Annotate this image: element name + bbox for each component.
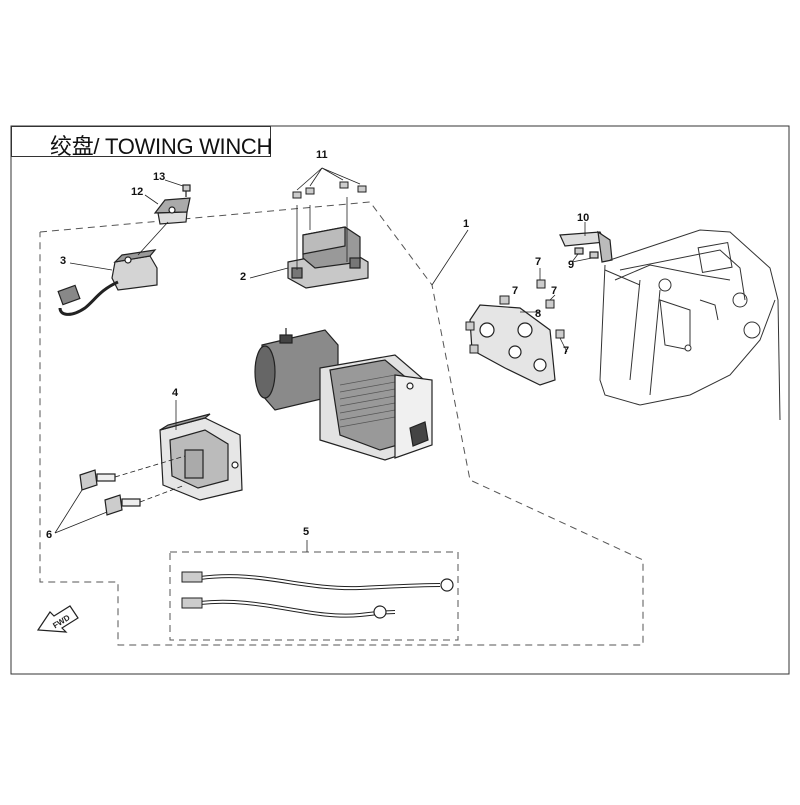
callout-7d: 7 [563,345,570,357]
leader-11 [296,167,361,191]
callout-5: 5 [303,526,310,538]
page-border [10,125,790,675]
fwd-arrow-icon: FWD [36,605,79,633]
bracket-10 [559,230,613,263]
bolts-6 [54,455,186,534]
callout-leaders [69,179,593,353]
callout-11: 11 [316,149,328,161]
callout-12: 12 [131,186,144,198]
kit-boundary [39,201,644,646]
cables-5 [181,540,454,619]
bolt-13 [182,184,191,197]
switch-3 [57,221,169,316]
vehicle-frame [599,229,781,421]
callout-10: 10 [577,212,590,224]
winch-unit [254,328,433,461]
callout-1: 1 [463,218,470,230]
cable-kit-boundary [169,551,459,641]
callout-7b: 7 [535,256,542,268]
title-box: 绞盘/ TOWING WINCH [11,126,272,159]
callout-8: 8 [535,308,542,320]
control-box-2 [287,197,369,289]
mount-plate-8 [469,304,556,386]
bolts-11 [292,181,367,199]
fairlead-4 [159,400,243,501]
callout-7c: 7 [551,285,558,297]
callout-4: 4 [172,387,179,399]
bracket-12 [153,197,191,225]
callout-7a: 7 [512,285,519,297]
page-title: 绞盘/ TOWING WINCH [50,134,273,159]
callout-6: 6 [46,529,53,541]
callout-13: 13 [153,171,166,183]
callout-9: 9 [568,259,575,271]
callout-3: 3 [60,255,67,267]
callout-2: 2 [240,271,247,283]
